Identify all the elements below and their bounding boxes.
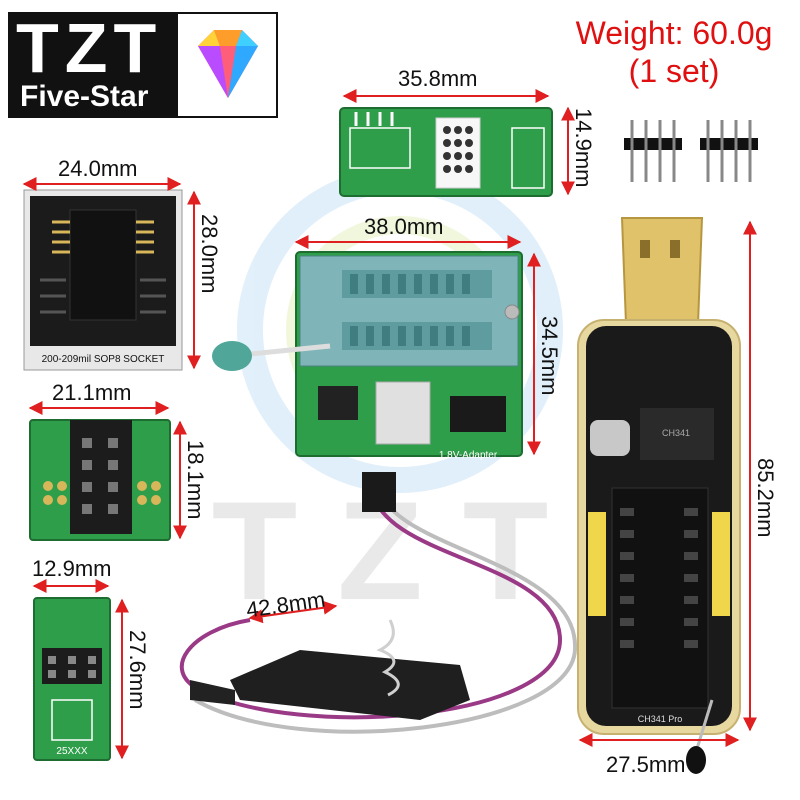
dim-small-adapter-height: 14.9mm xyxy=(571,108,596,188)
logo-brand-text: TZT xyxy=(16,9,163,87)
programmer-model: CH341 Pro xyxy=(638,714,683,724)
dim-zif-adapter-height: 34.5mm xyxy=(537,316,562,396)
dim-sop8-socket-height: 28.0mm xyxy=(197,214,222,294)
diamond-icon xyxy=(198,30,258,98)
soic-clip-cable xyxy=(179,472,578,734)
chip-marking: CH341 xyxy=(662,428,690,438)
dim-sop-board-height: 27.6mm xyxy=(125,630,150,710)
dim-programmer-length: 85.2mm xyxy=(753,458,778,538)
dimension-lines xyxy=(22,89,757,760)
zif-adapter-board: 1.8V-Adapter xyxy=(212,251,523,461)
dim-sop8-socket-width: 24.0mm xyxy=(58,156,138,181)
weight-info: Weight: 60.0g (1 set) xyxy=(556,14,792,90)
dim-header-board-width: 21.1mm xyxy=(52,380,132,405)
weight-line-1: Weight: 60.0g xyxy=(575,15,773,51)
header-board xyxy=(29,419,171,541)
sop8-socket: 200-209mil SOP8 SOCKET xyxy=(23,189,183,371)
small-adapter-board xyxy=(339,107,553,197)
logo-tagline-text: Five-Star xyxy=(20,80,149,113)
sop-board: 25XXX xyxy=(33,597,111,761)
dim-header-board-height: 18.1mm xyxy=(183,440,208,520)
dim-programmer-width: 27.5mm xyxy=(606,752,686,777)
usb-programmer: CH341 CH341 Pro xyxy=(577,217,741,774)
dim-small-adapter-width: 35.8mm xyxy=(398,66,478,91)
dim-sop-board-width: 12.9mm xyxy=(32,556,112,581)
pin-headers xyxy=(624,120,758,182)
sop8-socket-label: 200-209mil SOP8 SOCKET xyxy=(42,354,165,365)
adapter-18v-label: 1.8V-Adapter xyxy=(439,450,498,461)
logo-black-panel: TZT Five-Star xyxy=(10,9,178,116)
brand-logo: TZT Five-Star xyxy=(8,9,278,118)
weight-line-2: (1 set) xyxy=(628,53,720,89)
sop-board-tag: 25XXX xyxy=(56,746,87,757)
dim-zif-adapter-width: 38.0mm xyxy=(364,214,444,239)
